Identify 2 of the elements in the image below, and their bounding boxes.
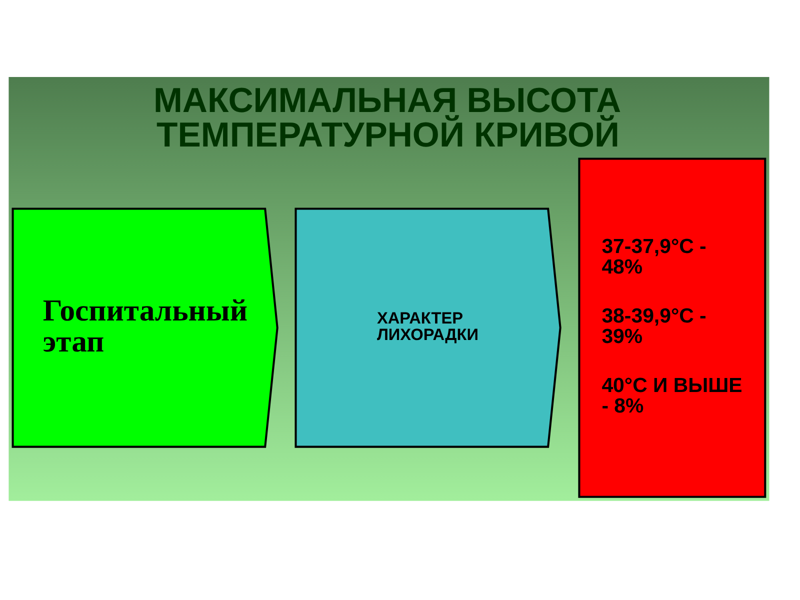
diagram-title: МАКСИМАЛЬНАЯ ВЫСОТА ТЕМПЕРАТУРНОЙ КРИВОЙ — [154, 82, 622, 155]
node-box: 37-37,9°C - 48% 38-39,9°C - 39% 40°C И ВЫШЕ - 8% — [578, 158, 766, 498]
